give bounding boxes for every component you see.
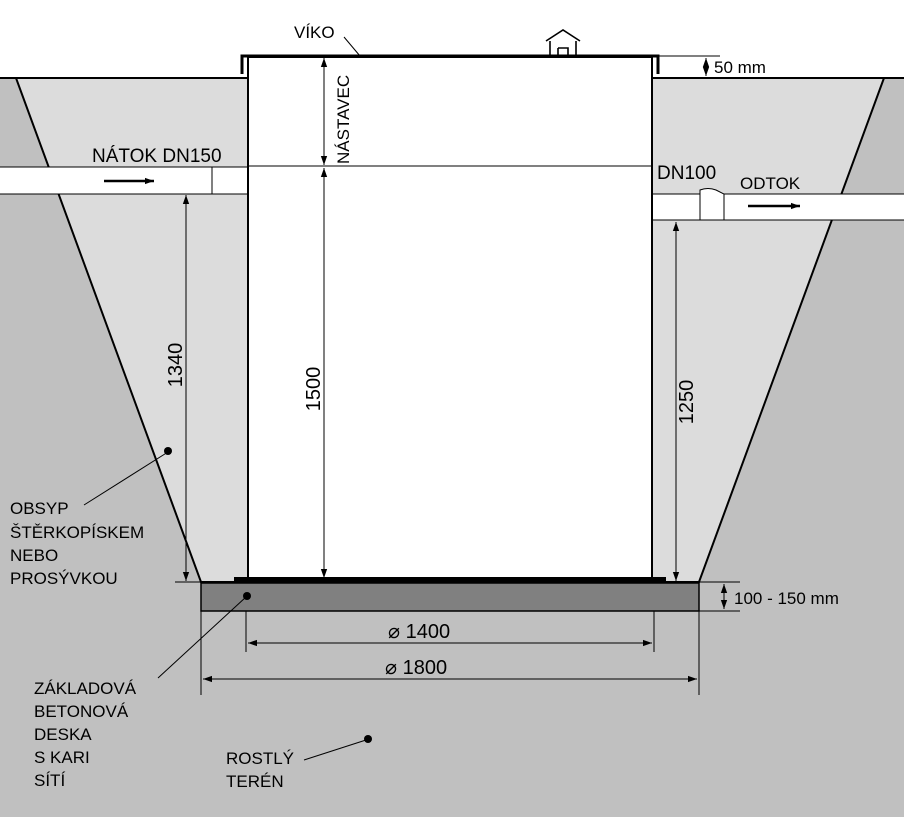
svg-text:SÍTÍ: SÍTÍ bbox=[34, 771, 65, 790]
backfill-label: OBSYP ŠTĚRKOPÍSKEM NEBO PROSÝVKOU bbox=[10, 499, 144, 588]
tank-body bbox=[247, 56, 653, 580]
svg-text:ZÁKLADOVÁ: ZÁKLADOVÁ bbox=[34, 679, 137, 698]
inlet-height-label: 1340 bbox=[165, 343, 187, 388]
svg-text:BETONOVÁ: BETONOVÁ bbox=[34, 702, 129, 721]
slab-diameter-label: ⌀ 1800 bbox=[385, 657, 447, 679]
lid bbox=[240, 54, 660, 74]
backfill-leader bbox=[83, 451, 169, 506]
foundation-slab bbox=[200, 582, 700, 612]
outlet-height-label: 1250 bbox=[676, 380, 698, 425]
vent-icon bbox=[545, 29, 581, 56]
svg-text:ROSTLÝ: ROSTLÝ bbox=[226, 749, 294, 768]
lid-label: VÍKO bbox=[294, 23, 335, 42]
tank-height-label: 1500 bbox=[303, 367, 325, 412]
tank-diameter-label: ⌀ 1400 bbox=[388, 621, 450, 643]
inlet-label: NÁTOK DN150 bbox=[92, 146, 222, 167]
svg-text:TERÉN: TERÉN bbox=[226, 772, 284, 791]
foundation-dot bbox=[243, 592, 251, 600]
svg-text:PROSÝVKOU: PROSÝVKOU bbox=[10, 569, 118, 588]
outlet-dn-label: DN100 bbox=[657, 163, 716, 184]
soil-leader bbox=[303, 739, 367, 761]
lid-leader bbox=[343, 36, 361, 57]
extension-label: NÁSTAVEC bbox=[334, 75, 353, 164]
svg-text:NEBO: NEBO bbox=[10, 546, 58, 565]
svg-text:DESKA: DESKA bbox=[34, 725, 92, 744]
tank-base bbox=[234, 577, 666, 581]
svg-text:ŠTĚRKOPÍSKEM: ŠTĚRKOPÍSKEM bbox=[10, 523, 144, 542]
soil-dot bbox=[364, 735, 372, 743]
svg-text:OBSYP: OBSYP bbox=[10, 499, 69, 518]
backfill-dot bbox=[164, 447, 172, 455]
foundation-leader bbox=[157, 596, 247, 679]
soil-label: ROSTLÝ TERÉN bbox=[226, 749, 294, 791]
foundation-label: ZÁKLADOVÁ BETONOVÁ DESKA S KARI SÍTÍ bbox=[34, 679, 137, 790]
outlet-pipe-socket bbox=[699, 188, 725, 221]
outlet-label: ODTOK bbox=[740, 174, 801, 193]
svg-text:S KARI: S KARI bbox=[34, 748, 90, 767]
slab-thickness-label: 100 - 150 mm bbox=[734, 589, 839, 608]
lid-offset-label: 50 mm bbox=[714, 58, 766, 77]
